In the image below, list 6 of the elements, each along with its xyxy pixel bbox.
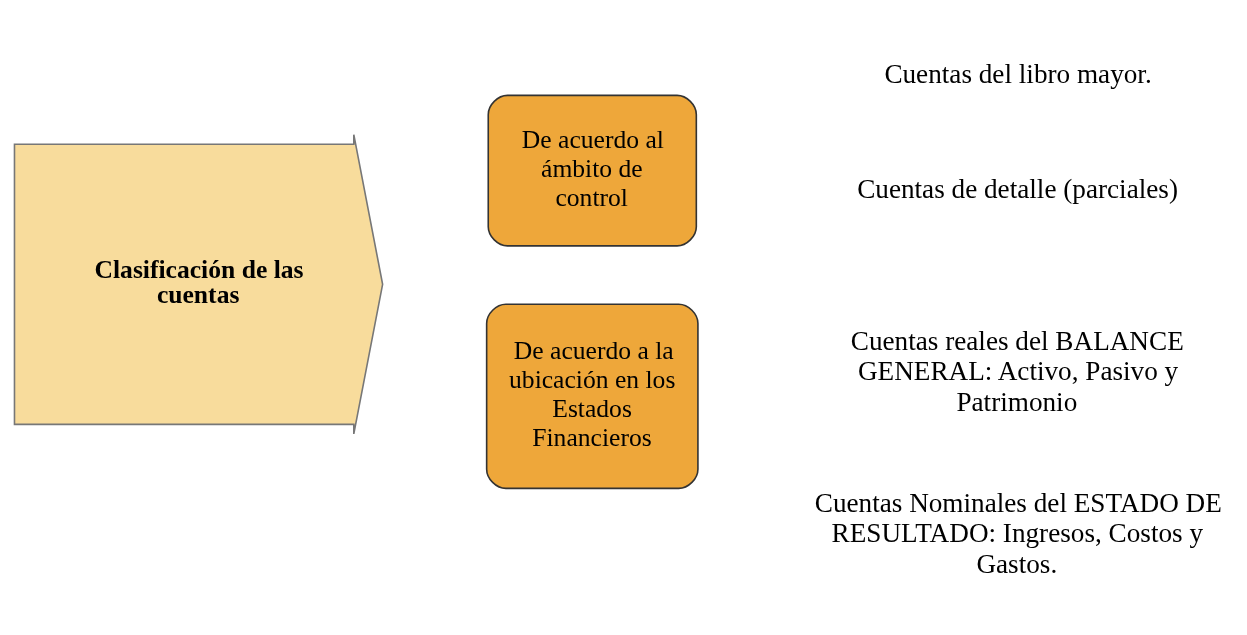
- label: Cuentas de detalle (parciales): [857, 174, 1178, 205]
- node-box: De acuerdo al ámbito de control: [487, 94, 698, 247]
- node-box: De acuerdo a la ubicación en los Estados Financieros: [485, 303, 699, 490]
- label: Cuentas del libro mayor.: [884, 58, 1152, 89]
- label: Cuentas reales del BALANCE GENERAL: Activo, Pasivo y Patrimonio: [850, 326, 1184, 417]
- label: Cuentas Nominales del ESTADO DE RESULTADO: Ingresos, Costos y Gastos.: [814, 487, 1222, 579]
